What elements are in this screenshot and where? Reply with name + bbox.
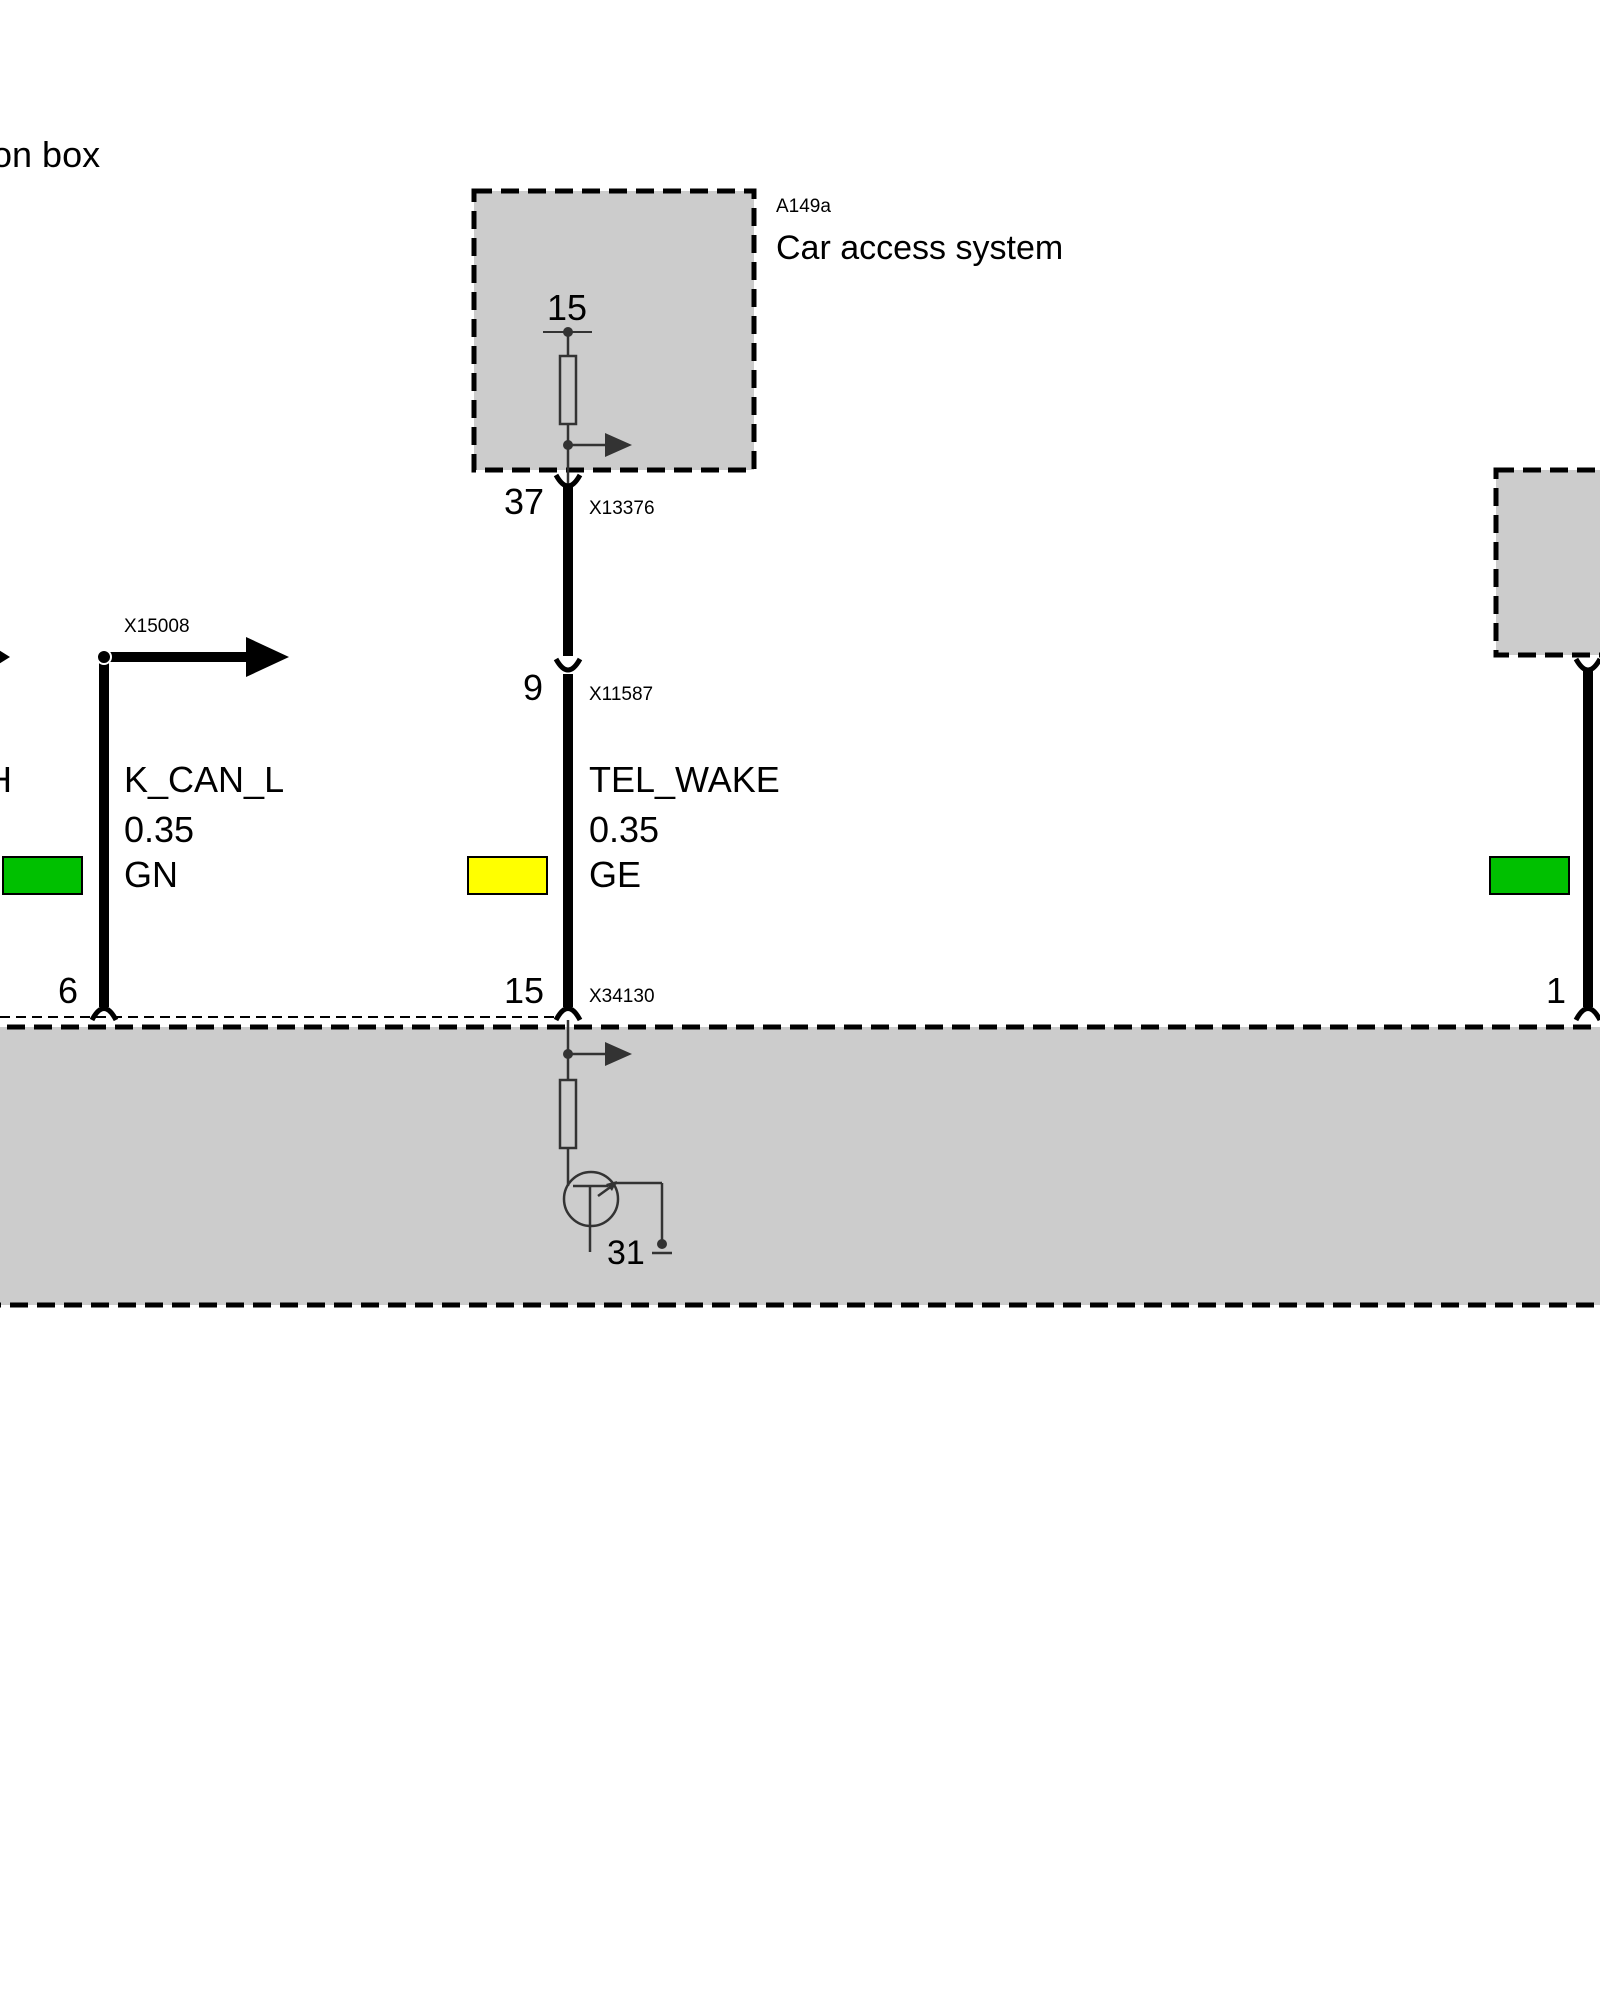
sense-arrow-icon: [605, 433, 632, 457]
connector-x15008-label: X15008: [124, 616, 190, 637]
partial-module-label: on box: [0, 134, 100, 175]
input-resistor-icon: [558, 1078, 578, 1150]
emitter-arrow-icon: [606, 1181, 617, 1191]
right-wire-color-swatch: [1489, 856, 1570, 895]
k-can-l-color-swatch: [2, 856, 83, 895]
connector-right-bottom-icon: [1573, 1006, 1600, 1022]
tel-wake-color-swatch: [467, 856, 548, 895]
connector-x13376-icon: [553, 473, 583, 489]
car-access-id: A149a: [776, 196, 831, 217]
pullup-resistor-icon: [558, 354, 578, 426]
car-access-module-box: [471, 188, 757, 473]
pin-9-label: 9: [523, 667, 543, 708]
k-can-l-color-code: GN: [124, 854, 178, 895]
pin-6-label: 6: [58, 970, 78, 1011]
pin-1-label: 1: [1546, 970, 1566, 1011]
partial-wire-label: H: [0, 759, 12, 800]
connector-x34130-label: X34130: [589, 986, 655, 1007]
car-access-terminal-15-label: 15: [547, 287, 587, 328]
car-access-name: Car access system: [776, 229, 1063, 267]
right-partial-module[interactable]: [1493, 467, 1600, 658]
right-partial-module-box: [1493, 467, 1600, 658]
connector-x34130-icon: [553, 1006, 583, 1022]
connector-x11587-label: X11587: [589, 684, 653, 705]
tel-wake-name: TEL_WAKE: [589, 759, 780, 800]
bottom-module[interactable]: 31: [0, 1016, 1600, 1308]
k-can-l-wire[interactable]: [99, 637, 289, 1007]
connector-x11587-icon: [553, 657, 583, 673]
ground-terminal-label: 31: [607, 1234, 645, 1272]
k-can-l-size: 0.35: [124, 809, 194, 850]
pin-37-label: 37: [504, 481, 544, 522]
ground-node: [657, 1239, 667, 1249]
connector-x13376-label: X13376: [589, 498, 655, 519]
partial-arrow-icon: [0, 650, 10, 664]
bottom-module-box: [0, 1024, 1600, 1308]
input-sense-arrow-icon: [605, 1042, 632, 1066]
tel-wake-color-code: GE: [589, 854, 641, 895]
branch-arrow-icon: [246, 637, 289, 677]
connector-right-top-icon: [1573, 657, 1600, 673]
connector-bottom-can-icon: [89, 1006, 119, 1022]
k-can-l-name: K_CAN_L: [124, 759, 284, 800]
splice-node: [96, 649, 112, 665]
tel-wake-size: 0.35: [589, 809, 659, 850]
pin-15-label: 15: [504, 970, 544, 1011]
car-access-module[interactable]: 15: [471, 188, 757, 490]
